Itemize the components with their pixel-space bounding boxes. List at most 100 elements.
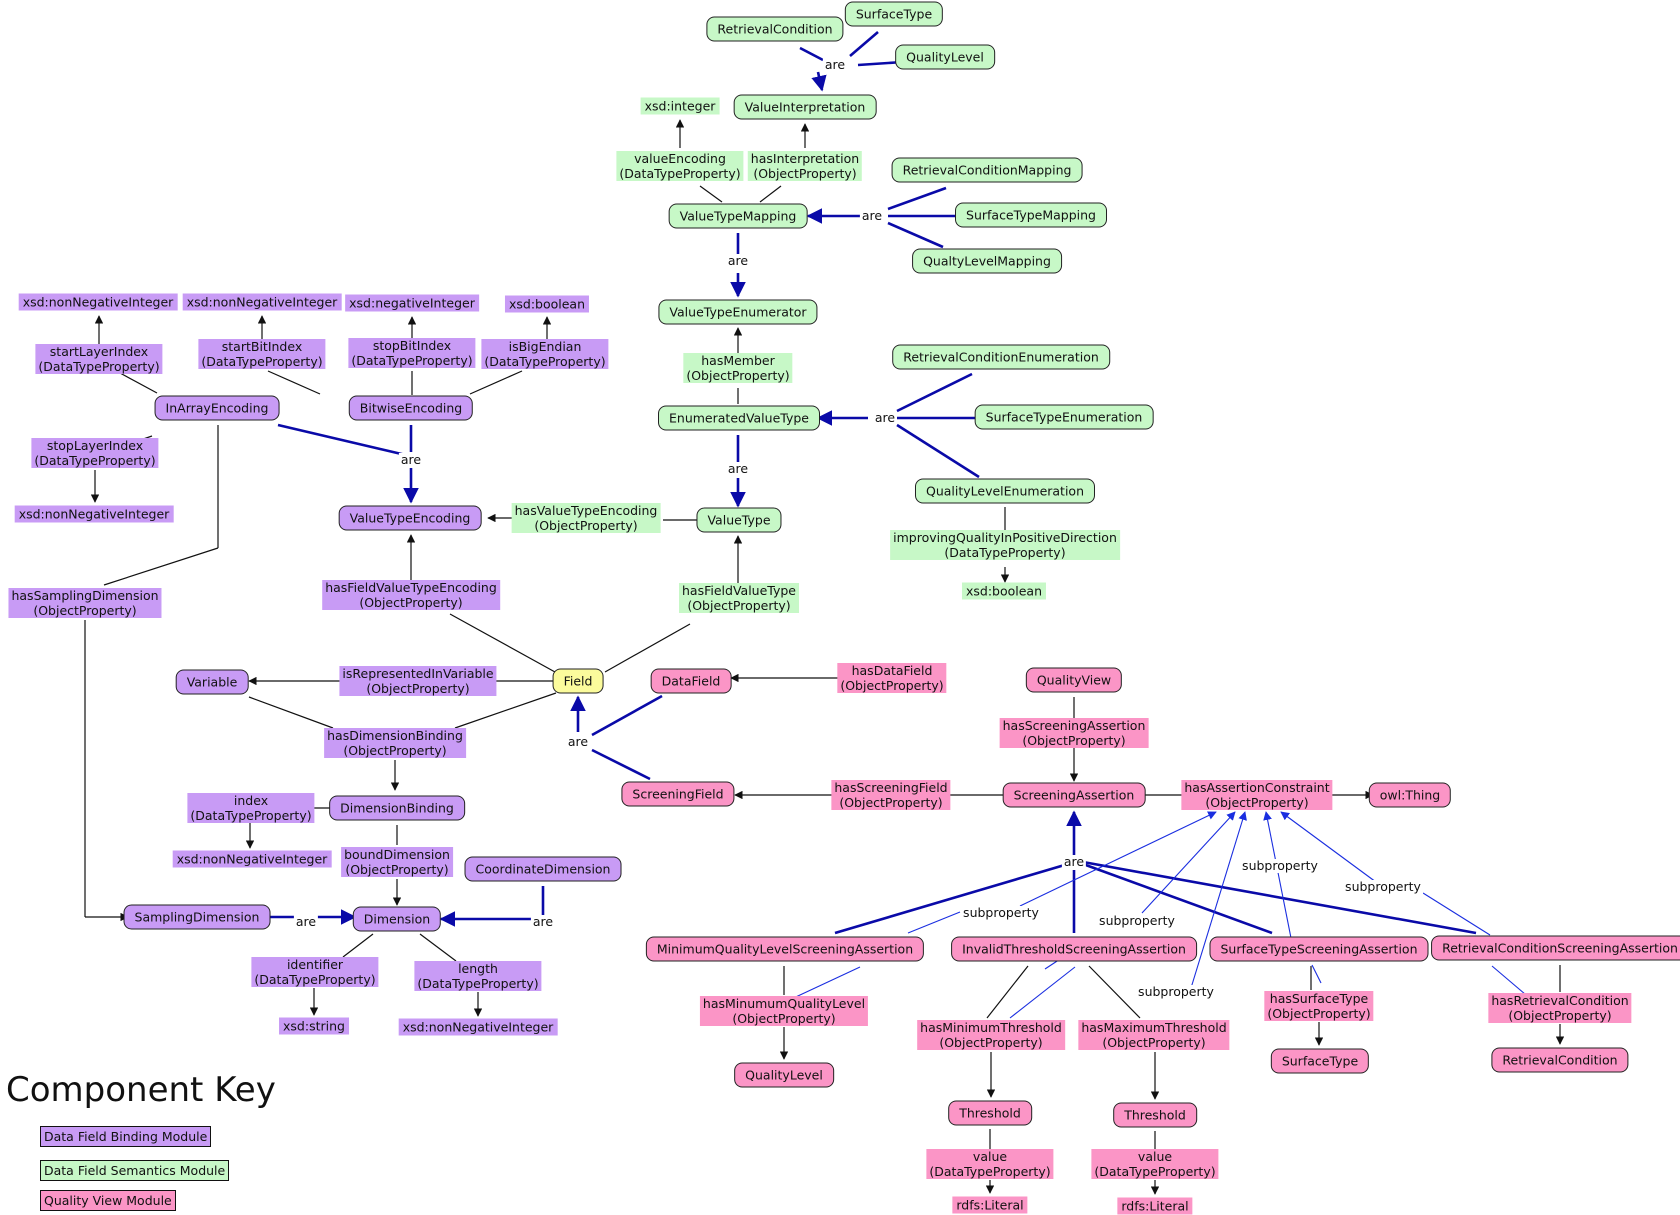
- literal-node-xsd-n-n-i-1: xsd:nonNegativeInteger: [18, 293, 178, 311]
- are-edge: [811, 71, 827, 92]
- property-edge: [604, 623, 691, 673]
- are-edge: [849, 31, 879, 57]
- are-edge-label: are: [725, 461, 751, 476]
- literal-node-xsd-boolean-g: xsd:boolean: [961, 582, 1047, 600]
- subproperty-edge: [1263, 811, 1292, 939]
- class-node-field: Field: [552, 668, 604, 694]
- class-node-dimension-binding: DimensionBinding: [329, 795, 465, 821]
- property-node-has-sampling-dimension: hasSamplingDimension(ObjectProperty): [8, 588, 162, 618]
- subproperty-edge-label: subproperty: [1343, 879, 1423, 894]
- literal-node-xsd-integer: xsd:integer: [640, 97, 720, 115]
- property-edge: [119, 372, 158, 394]
- subproperty-edge-label: subproperty: [1240, 858, 1320, 873]
- class-node-quality-level-enumeration: QualityLevelEnumeration: [914, 478, 1096, 504]
- are-edge: [887, 221, 944, 249]
- literal-node-rdfs-literal-1: rdfs:Literal: [952, 1196, 1028, 1214]
- subproperty-edge: [1141, 811, 1236, 914]
- class-node-bitwise-encoding: BitwiseEncoding: [348, 395, 474, 421]
- property-node-is-big-endian: isBigEndian(DataTypeProperty): [481, 339, 609, 369]
- legend-binding-module: Data Field Binding Module: [40, 1126, 212, 1147]
- are-edge: [1082, 862, 1273, 935]
- property-node-stop-layer-index: stopLayerIndex(DataTypeProperty): [31, 438, 159, 468]
- class-node-enumerated-value-type: EnumeratedValueType: [658, 405, 820, 431]
- are-edge-label: are: [565, 734, 591, 749]
- literal-node-xsd-n-n-i-5: xsd:nonNegativeInteger: [398, 1018, 558, 1036]
- are-edge-label: are: [1061, 854, 1087, 869]
- subproperty-edge-label: subproperty: [1136, 984, 1216, 999]
- property-node-has-member: hasMember(ObjectProperty): [683, 353, 793, 383]
- property-node-has-minumum-quality-level: hasMinumumQualityLevel(ObjectProperty): [699, 996, 869, 1026]
- property-node-has-field-value-type-encoding: hasFieldValueTypeEncoding(ObjectProperty…: [322, 580, 500, 610]
- property-node-identifier: identifier(DataTypeProperty): [251, 957, 379, 987]
- are-edge-label: are: [293, 914, 319, 929]
- class-node-coordinate-dimension: CoordinateDimension: [464, 856, 622, 882]
- property-node-stop-bit-index: stopBitIndex(DataTypeProperty): [348, 338, 476, 368]
- are-edge: [887, 186, 947, 211]
- property-edge: [248, 696, 334, 729]
- property-edge: [1088, 965, 1141, 1019]
- class-node-quality-view: QualityView: [1025, 667, 1123, 693]
- class-node-invalid-threshold-s-a: InvalidThresholdScreeningAssertion: [951, 936, 1197, 962]
- literal-node-xsd-n-n-i-2: xsd:nonNegativeInteger: [182, 293, 342, 311]
- class-node-threshold-2: Threshold: [1113, 1102, 1197, 1128]
- are-edge-label: are: [859, 208, 885, 223]
- are-edge: [277, 423, 411, 458]
- class-node-value-type-mapping: ValueTypeMapping: [668, 203, 808, 229]
- subproperty-edge: [1019, 811, 1217, 907]
- property-edge: [699, 185, 723, 203]
- legend-quality-view-module: Quality View Module: [40, 1190, 176, 1211]
- are-edge-label: are: [822, 57, 848, 72]
- property-node-has-data-field: hasDataField(ObjectProperty): [837, 663, 947, 693]
- property-node-is-represented-in-variable: isRepresentedInVariable(ObjectProperty): [339, 666, 497, 696]
- class-node-retrieval-condition-enumeration: RetrievalConditionEnumeration: [892, 344, 1110, 370]
- literal-node-xsd-boolean-p: xsd:boolean: [504, 295, 590, 313]
- class-node-retrieval-condition-mapping: RetrievalConditionMapping: [891, 157, 1083, 183]
- subproperty-edge: [1009, 966, 1076, 1019]
- class-node-data-field: DataField: [650, 668, 732, 694]
- property-edge: [342, 933, 374, 958]
- subproperty-edge: [1311, 964, 1322, 984]
- class-node-surface-type-g: SurfaceType: [844, 1, 944, 27]
- are-edge: [896, 372, 973, 413]
- class-node-sampling-dimension: SamplingDimension: [123, 904, 271, 930]
- are-edge: [896, 423, 980, 479]
- property-edge: [419, 933, 457, 962]
- class-node-screening-assertion: ScreeningAssertion: [1002, 782, 1146, 808]
- class-node-quality-level-g: QualityLevel: [895, 44, 995, 70]
- property-node-has-field-value-type: hasFieldValueType(ObjectProperty): [679, 583, 799, 613]
- class-node-surface-type-enumeration: SurfaceTypeEnumeration: [974, 404, 1154, 430]
- class-node-value-type-enumerator: ValueTypeEnumerator: [658, 299, 818, 325]
- property-edge: [449, 613, 556, 673]
- literal-node-xsd-neg-int: xsd:negativeInteger: [345, 294, 479, 312]
- class-node-threshold-1: Threshold: [948, 1100, 1032, 1126]
- are-edge: [591, 748, 651, 781]
- class-node-qualty-level-mapping: QualtyLevelMapping: [912, 248, 1062, 274]
- class-node-value-type-encoding: ValueTypeEncoding: [338, 505, 482, 531]
- are-edge: [591, 694, 663, 737]
- class-node-screening-field: ScreeningField: [621, 781, 735, 807]
- property-node-length: length(DataTypeProperty): [414, 961, 542, 991]
- are-edge: [834, 862, 1069, 935]
- property-node-has-interpretation: hasInterpretation(ObjectProperty): [747, 151, 863, 181]
- literal-node-rdfs-literal-2: rdfs:Literal: [1117, 1197, 1193, 1215]
- class-node-retrieval-condition-g: RetrievalCondition: [706, 16, 844, 42]
- property-edge: [267, 370, 321, 395]
- class-node-in-array-encoding: InArrayEncoding: [154, 395, 280, 421]
- subproperty-edge-label: subproperty: [1097, 913, 1177, 928]
- property-edge: [759, 185, 782, 203]
- class-node-retrieval-condition-s-a: RetrievalConditionScreeningAssertion: [1431, 935, 1680, 961]
- property-node-value-1: value(DataTypeProperty): [926, 1149, 1054, 1179]
- class-node-surface-type-mapping: SurfaceTypeMapping: [955, 202, 1107, 228]
- property-node-has-screening-field: hasScreeningField(ObjectProperty): [831, 780, 951, 810]
- property-node-has-minimum-threshold: hasMinimumThreshold(ObjectProperty): [917, 1020, 1065, 1050]
- component-key-title: Component Key: [6, 1070, 276, 1110]
- property-node-start-bit-index: startBitIndex(DataTypeProperty): [198, 339, 326, 369]
- are-edge: [1082, 860, 1477, 935]
- are-edge-label: are: [530, 914, 556, 929]
- property-edge: [469, 370, 523, 395]
- class-node-variable: Variable: [175, 669, 249, 695]
- subproperty-edge: [1190, 811, 1247, 989]
- class-node-value-type: ValueType: [696, 507, 782, 533]
- property-node-bound-dimension: boundDimension(ObjectProperty): [341, 847, 453, 877]
